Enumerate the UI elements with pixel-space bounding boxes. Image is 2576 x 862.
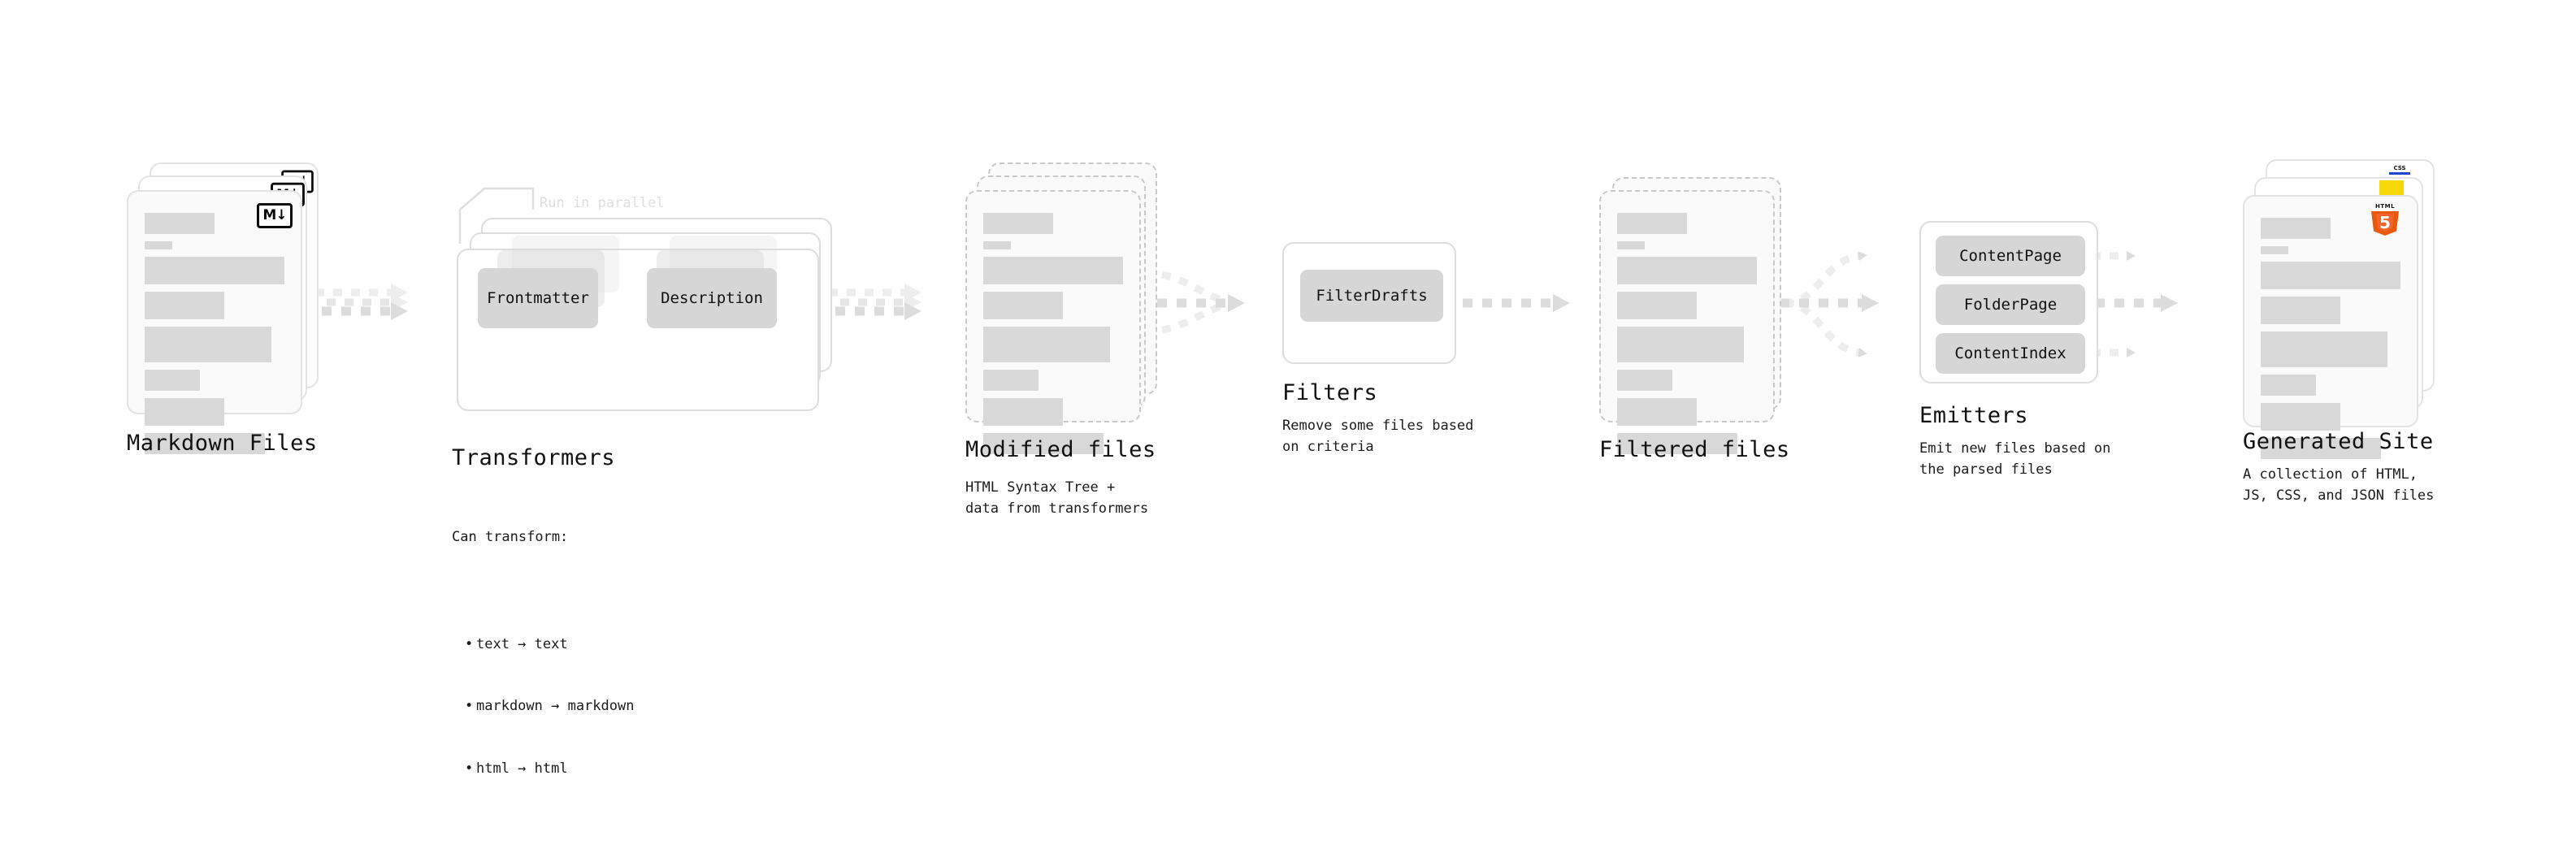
content-bar [983, 398, 1063, 426]
modified-files-subtitle: HTML Syntax Tree + data from transformer… [965, 479, 1149, 517]
stage-title-markdown-files: Markdown Files [127, 431, 318, 456]
filter-drafts-pill-label: FilterDrafts [1316, 287, 1428, 305]
description-pill-label: Description [661, 289, 763, 307]
generated-site-subtitle: A collection of HTML, JS, CSS, and JSON … [2243, 466, 2435, 504]
filters-subtitle: Remove some files based on criteria [1282, 418, 1474, 455]
modified-card-front [965, 190, 1141, 454]
filtered-card-body [1617, 213, 1760, 461]
content-bar [2261, 297, 2340, 324]
stage-title-modified-files: Modified files [965, 437, 1156, 462]
js-icon [2379, 180, 2404, 195]
generated-card-body [2261, 218, 2404, 466]
transform-list-item: text → text [465, 635, 634, 656]
markdown-icon: M↓ [257, 203, 293, 228]
stage-title-generated-site: Generated Site [2243, 429, 2434, 454]
transform-list-item: markdown → markdown [465, 696, 634, 717]
html5-icon: HTML 5 [2371, 203, 2399, 236]
content-bar [1617, 433, 1737, 454]
content-bar [1617, 370, 1672, 391]
folder-page-pill[interactable]: FolderPage [1936, 284, 2085, 325]
content-bar [1617, 241, 1645, 249]
css-icon: CSS [2389, 165, 2410, 175]
run-in-parallel-label: Run in parallel [540, 195, 665, 211]
content-bar [1617, 213, 1687, 234]
generated-card-front: HTML 5 [2243, 195, 2418, 459]
connector-filtered-to-emitters [1780, 251, 1879, 357]
content-bar [145, 257, 284, 284]
content-bar [983, 213, 1053, 234]
stage-title-transformers: Transformers [452, 445, 616, 470]
folder-page-pill-label: FolderPage [1963, 296, 2058, 314]
content-bar [2261, 246, 2288, 254]
content-bar [2261, 438, 2381, 459]
filter-drafts-pill[interactable]: FilterDrafts [1300, 270, 1443, 322]
content-bar [983, 292, 1063, 319]
content-bar [983, 257, 1123, 284]
content-bar [145, 327, 271, 362]
content-bar [145, 213, 215, 234]
css-icon-label: CSS [2393, 165, 2406, 171]
filtered-card-front [1599, 190, 1775, 454]
content-index-pill[interactable]: ContentIndex [1936, 333, 2085, 374]
content-bar [1617, 292, 1697, 319]
filtered-files-stack [1599, 177, 1791, 454]
content-bar [145, 292, 224, 319]
css-icon-bar [2389, 172, 2410, 175]
content-index-pill-label: ContentIndex [1954, 344, 2066, 362]
emitters-subtitle: Emit new files based on the parsed files [1919, 440, 2111, 478]
modified-files-stack [965, 162, 1157, 454]
markdown-files-stack: M↓ M↓ M↓ [127, 162, 319, 454]
content-bar [145, 370, 200, 391]
markdown-card-body [145, 213, 288, 461]
markdown-icon-arrow: ↓ [275, 207, 287, 223]
content-bar [983, 370, 1039, 391]
transformers-subtitle: Can transform: text → text markdown → ma… [452, 486, 634, 862]
markdown-icon-letter: M [262, 207, 276, 223]
content-bar [983, 433, 1104, 454]
content-bar [2261, 218, 2331, 239]
emitters-box: ContentPage FolderPage ContentIndex [1919, 221, 2098, 383]
transformers-box-front: Frontmatter Description [457, 236, 819, 411]
content-bar [2261, 331, 2387, 367]
stage-title-filtered-files: Filtered files [1599, 437, 1790, 462]
content-bar [983, 241, 1011, 249]
content-bar [145, 433, 265, 454]
html5-icon-word: HTML [2374, 203, 2396, 210]
content-page-pill-label: ContentPage [1959, 247, 2062, 265]
transform-list-item: html → html [465, 759, 634, 780]
content-page-pill[interactable]: ContentPage [1936, 236, 2085, 276]
content-bar [145, 241, 172, 249]
content-bar [983, 327, 1110, 362]
stage-title-emitters: Emitters [1919, 403, 2029, 428]
content-bar [1617, 398, 1697, 426]
frontmatter-pill-label: Frontmatter [487, 289, 589, 307]
description-pill[interactable]: Description [647, 268, 777, 328]
html5-icon-digit: 5 [2379, 213, 2391, 232]
modified-card-body [983, 213, 1126, 461]
html5-icon-shield-inner [2376, 214, 2394, 232]
content-bar [1617, 327, 1744, 362]
filters-box: FilterDrafts [1282, 242, 1456, 364]
markdown-card-front: M↓ [127, 190, 302, 454]
pipeline-diagram: M↓ M↓ M↓ Markdown Files Run in parallel [0, 0, 2576, 681]
frontmatter-pill[interactable]: Frontmatter [478, 268, 598, 328]
content-bar [2261, 262, 2400, 289]
content-bar [145, 398, 224, 426]
generated-site-stack: CSS HTML 5 [2243, 159, 2435, 459]
transformers-subtitle-head: Can transform: [452, 529, 569, 545]
content-bar [2261, 403, 2340, 431]
transformers-transform-list: text → text markdown → markdown html → h… [452, 593, 634, 821]
stage-title-filters: Filters [1282, 380, 1378, 405]
content-bar [1617, 257, 1757, 284]
content-bar [2261, 375, 2316, 396]
